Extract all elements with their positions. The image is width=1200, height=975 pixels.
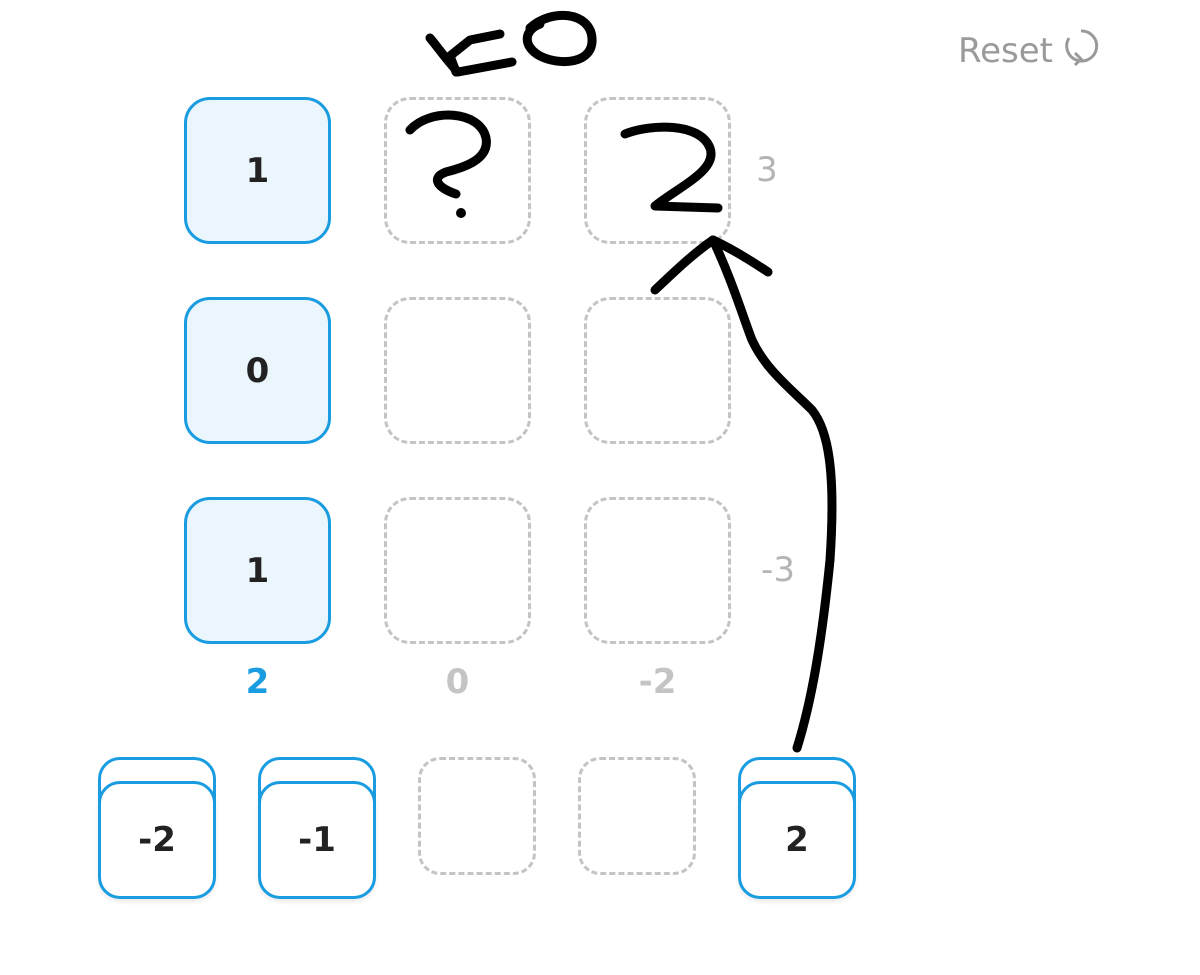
tile-value[interactable]: 2 [738, 781, 856, 899]
col-sum-2: 0 [445, 662, 470, 702]
grid-cell-r1c2[interactable] [384, 97, 531, 244]
grid-cell-r1c3[interactable] [584, 97, 731, 244]
col-sum-1: 2 [245, 662, 270, 702]
row-sum-3: -3 [761, 550, 795, 590]
tile-slot-empty [418, 757, 536, 875]
col-sum-3: -2 [638, 662, 677, 702]
tile-stack[interactable]: -2 [98, 757, 216, 899]
tile-stack[interactable]: 2 [738, 757, 856, 899]
tile-slot-empty [578, 757, 696, 875]
reset-button[interactable]: Reset [958, 26, 1101, 76]
grid-cell-r3c1: 1 [184, 497, 331, 644]
grid-cell-r2c3[interactable] [584, 297, 731, 444]
grid-cell-r2c1: 0 [184, 297, 331, 444]
tile-value[interactable]: -2 [98, 781, 216, 899]
rotate-icon [1061, 25, 1101, 78]
row-sum-1: 3 [756, 150, 778, 190]
reset-label: Reset [958, 31, 1053, 71]
tile-value[interactable]: -1 [258, 781, 376, 899]
grid-cell-r3c3[interactable] [584, 497, 731, 644]
grid-cell-r1c1: 1 [184, 97, 331, 244]
tile-stack[interactable]: -1 [258, 757, 376, 899]
grid-cell-r2c2[interactable] [384, 297, 531, 444]
grid-cell-r3c2[interactable] [384, 497, 531, 644]
